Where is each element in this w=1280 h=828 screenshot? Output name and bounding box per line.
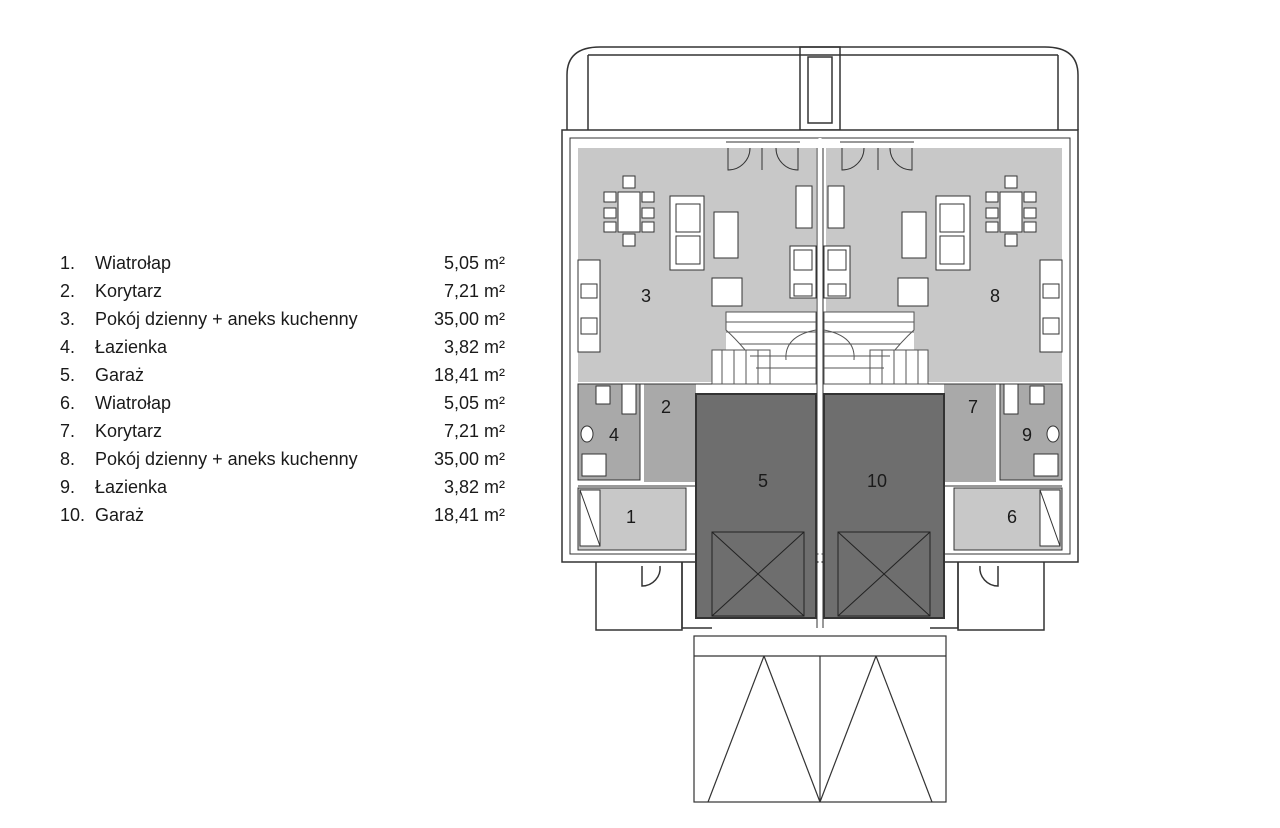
legend-row: 2. Korytarz 7,21 m² (60, 281, 505, 305)
room-label-8: 8 (990, 286, 1000, 306)
legend-room-area: 35,00 m² (433, 449, 505, 469)
terrace-canopy (566, 46, 1079, 131)
driveway (693, 635, 947, 803)
legend-room-area: 18,41 m² (433, 365, 505, 385)
room-label-6: 6 (1007, 507, 1017, 527)
room-label-9: 9 (1022, 425, 1032, 445)
sofa-right (827, 185, 971, 307)
legend-number: 8. (60, 449, 76, 469)
entrance-right (930, 562, 1045, 631)
legend-row: 7. Korytarz 7,21 m² (60, 421, 505, 445)
legend-room-name: Łazienka (95, 477, 168, 497)
kitchen-counter-right (1039, 259, 1063, 353)
legend-number: 9. (60, 477, 76, 497)
legend-room-name: Pokój dzienny + aneks kuchenny (95, 449, 358, 469)
terrace-door-left (726, 141, 800, 171)
legend-row: 3. Pokój dzienny + aneks kuchenny 35,00 … (60, 309, 505, 333)
sofa-left (669, 185, 813, 307)
staircase-left (711, 311, 817, 385)
legend-number: 5. (60, 365, 76, 385)
dining-table-left (603, 175, 655, 247)
room-label-7: 7 (968, 397, 978, 417)
interior-wall-lines (578, 148, 1062, 628)
bathroom-9 (999, 383, 1063, 481)
legend-number: 7. (60, 421, 76, 441)
legend-room-name: Korytarz (95, 281, 163, 301)
room-label-10: 10 (867, 471, 887, 491)
legend-room-name: Garaż (95, 505, 145, 525)
hallway-7 (944, 384, 996, 482)
legend-row: 9. Łazienka 3,82 m² (60, 477, 505, 501)
vestibule-6 (953, 487, 1063, 551)
dining-table-right (985, 175, 1037, 247)
room-labels: 1 2 3 4 5 6 7 8 9 10 (609, 286, 1032, 527)
room-label-4: 4 (609, 425, 619, 445)
legend-room-name: Korytarz (95, 421, 163, 441)
room-label-3: 3 (641, 286, 651, 306)
legend-number: 1. (60, 253, 76, 273)
legend-room-name: Wiatrołap (95, 393, 172, 413)
legend-room-area: 35,00 m² (433, 309, 505, 329)
legend-row: 8. Pokój dzienny + aneks kuchenny 35,00 … (60, 449, 505, 473)
legend-row: 5. Garaż 18,41 m² (60, 365, 505, 389)
bathroom-4 (577, 383, 641, 481)
vestibule-1 (577, 487, 687, 551)
legend-room-area: 7,21 m² (443, 421, 505, 441)
legend-row: 1. Wiatrołap 5,05 m² (60, 253, 505, 277)
legend-row: 10. Garaż 18,41 m² (60, 505, 505, 529)
legend-number: 10. (60, 505, 86, 525)
legend-number: 3. (60, 309, 76, 329)
legend-room-area: 3,82 m² (443, 477, 505, 497)
legend-row: 4. Łazienka 3,82 m² (60, 337, 505, 361)
legend-room-area: 3,82 m² (443, 337, 505, 357)
legend-row: 6. Wiatrołap 5,05 m² (60, 393, 505, 417)
legend-room-name: Pokój dzienny + aneks kuchenny (95, 309, 358, 329)
room-label-5: 5 (758, 471, 768, 491)
garage-10 (823, 393, 945, 619)
room-legend: 1. Wiatrołap 5,05 m² 2. Korytarz 7,21 m²… (0, 0, 560, 828)
staircase-right (823, 311, 929, 385)
terrace-door-right (840, 141, 914, 171)
legend-room-name: Łazienka (95, 337, 168, 357)
garage-5 (695, 393, 817, 619)
legend-number: 4. (60, 337, 76, 357)
legend-room-name: Garaż (95, 365, 145, 385)
kitchen-counter-left (577, 259, 601, 353)
room-label-1: 1 (626, 507, 636, 527)
legend-room-name: Wiatrołap (95, 253, 172, 273)
legend-room-area: 18,41 m² (433, 505, 505, 525)
legend-room-area: 5,05 m² (443, 393, 505, 413)
utility-units (789, 245, 851, 299)
room-label-2: 2 (661, 397, 671, 417)
hallway-2 (644, 384, 696, 482)
legend-room-area: 5,05 m² (443, 253, 505, 273)
entrance-left (595, 562, 712, 631)
legend-room-area: 7,21 m² (443, 281, 505, 301)
legend-number: 6. (60, 393, 76, 413)
legend-number: 2. (60, 281, 76, 301)
